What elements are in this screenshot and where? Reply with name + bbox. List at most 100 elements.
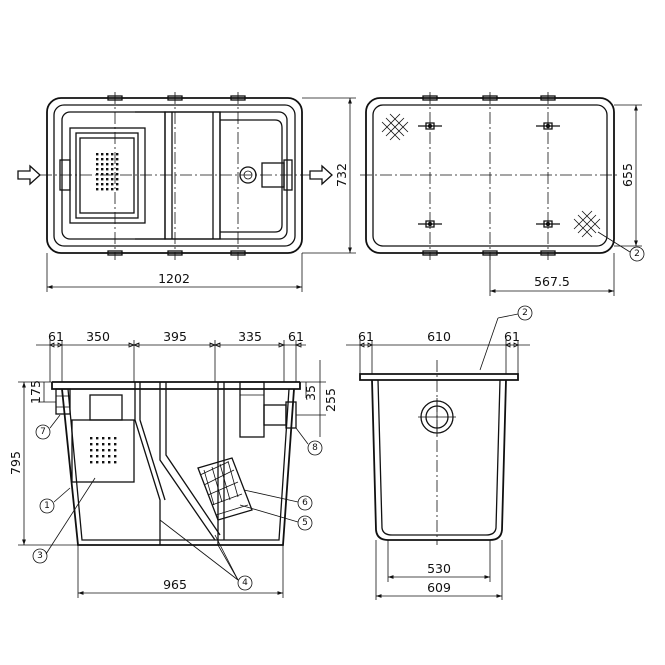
end-bottom-outer-dimension: 609: [427, 580, 451, 595]
basket-hole: [106, 188, 109, 191]
end-dim-left-margin: 61: [358, 329, 374, 344]
basket-hole: [116, 168, 119, 171]
basket-hole: [114, 443, 117, 446]
basket-hole: [111, 188, 114, 191]
basket-hole: [106, 178, 109, 181]
basket-hole: [111, 173, 114, 176]
basket-hole: [90, 443, 93, 446]
lid-callout: 2: [634, 249, 640, 259]
end-dim-right-margin: 61: [504, 329, 520, 344]
basket-hole: [101, 163, 104, 166]
basket-hole: [111, 153, 114, 156]
side-section-view: 61 350 395 335 61 795 175 35 255 965 7 1: [8, 329, 338, 598]
outlet-height-dimension: 255: [323, 388, 338, 412]
basket-hole: [96, 188, 99, 191]
basket-hole: [114, 437, 117, 440]
basket-holes: [96, 153, 119, 191]
end-callout: 2: [522, 308, 528, 318]
basket-hole: [111, 178, 114, 181]
basket-hole: [108, 461, 111, 464]
side-dim-right-margin: 61: [288, 329, 304, 344]
callout-1: 1: [44, 501, 50, 511]
basket-hole: [116, 188, 119, 191]
basket-hole: [106, 158, 109, 161]
lid-offset-dimension: 567.5: [534, 274, 570, 289]
basket-hole: [116, 173, 119, 176]
callout-7: 7: [40, 427, 46, 437]
callout-4: 4: [242, 578, 248, 588]
basket-hole: [90, 455, 93, 458]
basket-hole: [102, 449, 105, 452]
basket-hole: [96, 443, 99, 446]
basket-hole: [102, 437, 105, 440]
bottom-width-dimension: 965: [163, 577, 187, 592]
basket-hole: [106, 173, 109, 176]
basket-hole: [101, 153, 104, 156]
basket-hole: [108, 449, 111, 452]
side-dim-outlet-chamber: 335: [238, 329, 262, 344]
basket-hole: [116, 158, 119, 161]
basket-hole: [102, 455, 105, 458]
basket-hole: [101, 158, 104, 161]
outlet-offset-dimension: 35: [303, 385, 318, 401]
basket-hole: [96, 168, 99, 171]
basket-hole: [101, 178, 104, 181]
callout-8: 8: [312, 443, 318, 453]
basket-hole: [90, 449, 93, 452]
basket-hole: [108, 455, 111, 458]
width-dimension: 1202: [158, 271, 190, 286]
height-dimension: 795: [8, 451, 23, 475]
basket-hole: [116, 183, 119, 186]
depth-dimension: 732: [334, 163, 349, 187]
basket-hole: [111, 183, 114, 186]
basket-hole: [101, 188, 104, 191]
basket-hole: [114, 461, 117, 464]
top-view: 1202 732: [17, 92, 356, 292]
basket-hole: [111, 158, 114, 161]
basket-hole: [106, 153, 109, 156]
inlet-height-dimension: 175: [28, 380, 43, 404]
inlet-flow-arrow-icon: [17, 164, 41, 186]
basket-hole: [96, 183, 99, 186]
callout-5: 5: [302, 518, 308, 528]
end-dim-inner-width: 610: [427, 329, 451, 344]
lid-view: 655 567.5 2: [360, 92, 645, 296]
basket-hole: [96, 158, 99, 161]
callout-3: 3: [37, 551, 43, 561]
basket-hole: [108, 437, 111, 440]
basket-hole: [96, 437, 99, 440]
basket-hole: [116, 178, 119, 181]
basket-hole: [96, 449, 99, 452]
basket-hole: [96, 163, 99, 166]
callout-6: 6: [302, 498, 308, 508]
end-view: 61 610 61 2 530 609: [346, 305, 533, 600]
basket-hole: [102, 443, 105, 446]
lid-depth-dimension: 655: [620, 163, 635, 187]
basket-hole: [106, 163, 109, 166]
lid-lock-slots: [418, 122, 560, 228]
basket-hole: [106, 183, 109, 186]
basket-hole: [114, 449, 117, 452]
basket-hole: [96, 178, 99, 181]
basket-hole: [101, 173, 104, 176]
basket-hole: [101, 183, 104, 186]
side-dim-left-margin: 61: [48, 329, 64, 344]
basket-hole: [96, 173, 99, 176]
basket-hole: [108, 443, 111, 446]
basket-hole: [102, 461, 105, 464]
basket-hole: [111, 163, 114, 166]
basket-hole: [116, 153, 119, 156]
basket-hole: [90, 437, 93, 440]
basket-hole: [96, 153, 99, 156]
anti-slip-pattern-icon: [381, 113, 601, 238]
outlet-flow-arrow-icon: [309, 164, 333, 186]
basket-hole: [111, 168, 114, 171]
basket-hole: [96, 461, 99, 464]
basket-hole: [101, 168, 104, 171]
end-bottom-inner-dimension: 530: [427, 561, 451, 576]
side-dim-middle-chamber: 395: [163, 329, 187, 344]
filter-mesh-icon: [197, 457, 253, 521]
basket-hole: [106, 168, 109, 171]
basket-hole: [114, 455, 117, 458]
